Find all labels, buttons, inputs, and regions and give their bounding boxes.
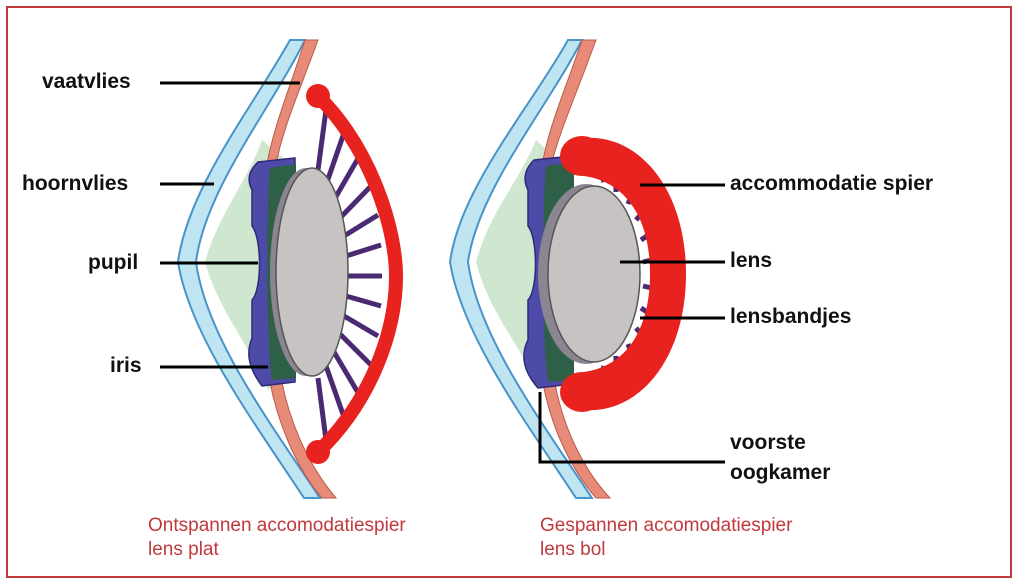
caption-right-line2: lens bol xyxy=(540,539,606,560)
right-ciliary-muscle xyxy=(568,137,686,411)
right-eye xyxy=(448,39,686,499)
caption-left-line2: lens plat xyxy=(148,539,219,560)
label-hoornvlies: hoornvlies xyxy=(22,172,129,195)
right-cornea xyxy=(448,39,594,499)
label-vaatvlies: vaatvlies xyxy=(42,70,131,93)
caption-right-line1: Gespannen accomodatiespier xyxy=(540,515,793,536)
left-zonules xyxy=(315,109,382,441)
label-oogkamer: oogkamer xyxy=(730,461,831,484)
label-lensbandjes: lensbandjes xyxy=(730,305,852,328)
left-choroid-lower xyxy=(267,371,338,499)
leader-lines xyxy=(160,81,725,464)
label-voorste: voorste xyxy=(730,431,806,454)
caption-left-line1: Ontspannen accomodatiespier xyxy=(148,515,406,536)
left-ciliary-muscle xyxy=(311,89,404,459)
label-lens: lens xyxy=(730,249,773,272)
right-lens xyxy=(547,185,641,363)
right-choroid-lower xyxy=(541,377,612,499)
left-cornea xyxy=(176,39,322,499)
left-eye xyxy=(176,39,404,499)
label-accommodatie-spier: accommodatie spier xyxy=(730,172,934,195)
label-iris: iris xyxy=(110,354,142,377)
diagram-frame xyxy=(6,6,1012,578)
left-lens xyxy=(275,167,349,377)
label-pupil: pupil xyxy=(88,251,139,274)
